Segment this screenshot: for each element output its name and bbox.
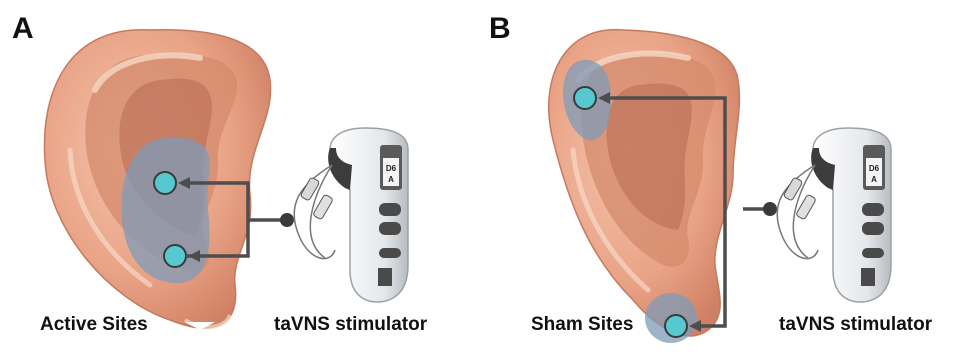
- connector-plug: [763, 202, 777, 216]
- tavns-stimulator-device: D6 A: [777, 128, 891, 302]
- device-screen-line-1: D6: [869, 164, 880, 173]
- device-screen-line-2: A: [871, 175, 877, 184]
- connector-plug: [280, 213, 294, 227]
- tavns-stimulator-device: D6 A: [294, 128, 408, 302]
- device-label: taVNS stimulator: [779, 315, 932, 334]
- panel-letter: B: [489, 14, 511, 44]
- sham-sites-label: Sham Sites: [531, 315, 633, 334]
- panel-a-illustration: D6 A: [0, 0, 483, 353]
- device-screen-line-2: A: [388, 175, 394, 184]
- panel-b-illustration: D6 A: [483, 0, 966, 353]
- panel-letter: A: [12, 14, 34, 44]
- panel-a: D6 A A Active Sites taVNS stimulator: [0, 0, 483, 353]
- electrode-site-2: [164, 245, 186, 267]
- electrode-site-1: [154, 172, 176, 194]
- panel-b: D6 A B Sham Sites taVNS stimulator: [483, 0, 966, 353]
- device-screen-line-1: D6: [386, 164, 397, 173]
- electrode-site-1: [574, 87, 596, 109]
- device-label: taVNS stimulator: [274, 315, 427, 334]
- electrode-site-2: [665, 315, 687, 337]
- active-sites-label: Active Sites: [40, 315, 148, 334]
